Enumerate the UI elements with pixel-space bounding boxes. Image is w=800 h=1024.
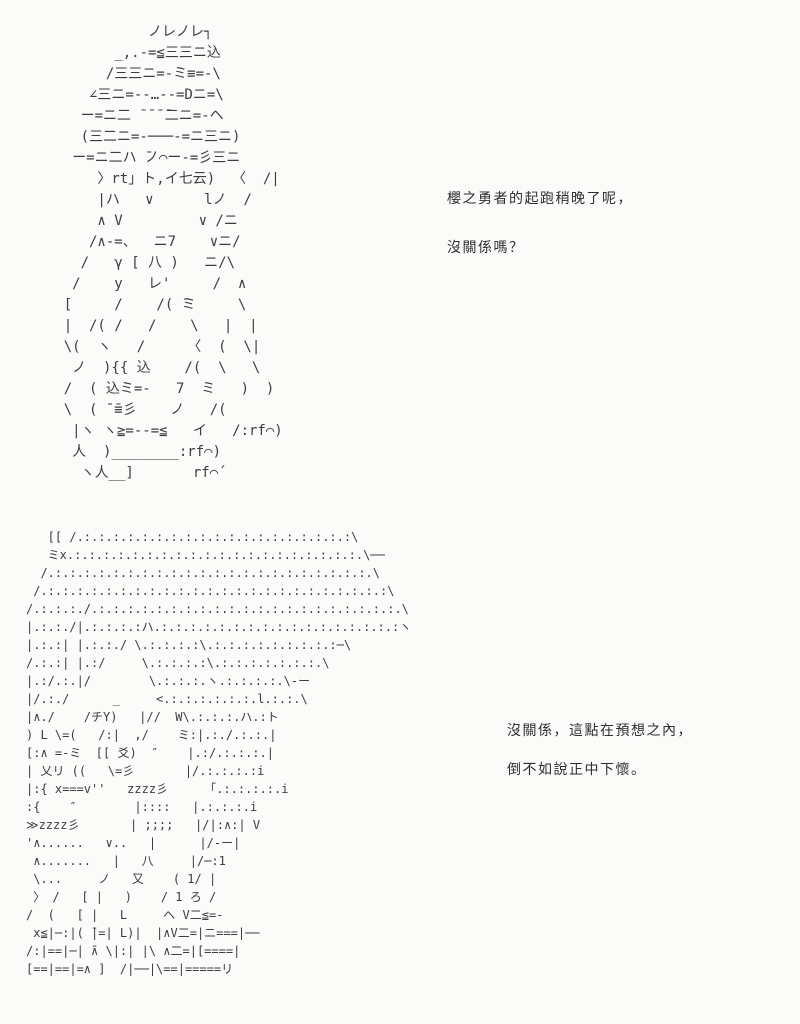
dialogue-block-2: 沒關係，這點在預想之內， 倒不如說正中下懷。 (507, 720, 693, 798)
dialogue-2-line-2: 倒不如說正中下懷。 (507, 762, 647, 778)
ascii-art-character-bottom: [[ /.:.:.:.:.:.:.:.:.:.:.:.:.:.:.:.:.:.:… (26, 530, 412, 976)
dialogue-1-line-2: 沒關係嗎？ (447, 240, 525, 256)
dialogue-1-line-1: 櫻之勇者的起跑稍晚了呢， (447, 191, 633, 207)
dialogue-2-line-1: 沒關係，這點在預想之內， (507, 723, 693, 739)
ascii-art-character-top: ノレノレ┐ _,.-=≦三三ニ込 /三三ニ=-ミ≡=-\ ∠三ニ=-‐…‐-=D… (63, 24, 283, 481)
dialogue-block-1: 櫻之勇者的起跑稍晚了呢， 沒關係嗎？ (447, 188, 633, 286)
